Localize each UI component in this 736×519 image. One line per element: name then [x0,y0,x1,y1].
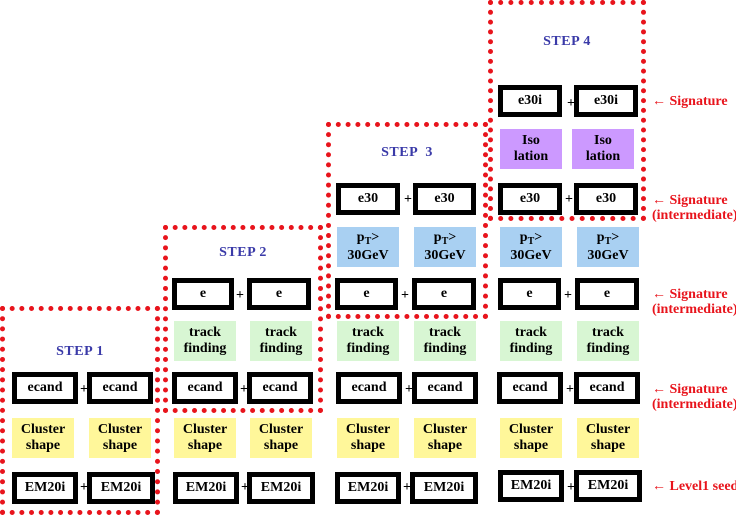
seed-box: EM20i [410,472,478,504]
ecand-box: ecand [574,372,640,404]
track-finding-box: track finding [174,321,236,361]
cluster-shape-box: Cluster shape [577,418,639,458]
electron-box: e [412,278,476,310]
cluster-shape-box: Cluster shape [12,418,74,458]
level1-seed-label: ← Level1 seed [652,479,736,494]
seed-box: EM20i [247,472,315,504]
plus-sign: + [567,96,575,111]
plus-sign: + [565,192,573,207]
cluster-shape-box: Cluster shape [89,418,151,458]
cluster-shape-box: Cluster shape [250,418,312,458]
ecand-box: ecand [172,372,238,404]
plus-sign: + [80,480,88,495]
left-arrow-icon: ← [652,193,666,208]
step2-title: STEP 2 [219,245,267,260]
ecand-box: ecand [412,372,478,404]
isolation-box: Iso lation [572,129,634,169]
e30i-box: e30i [574,85,638,117]
track-finding-box: track finding [337,321,399,361]
plus-sign: + [240,382,248,397]
left-arrow-icon: ← [652,382,666,397]
cluster-shape-box: Cluster shape [337,418,399,458]
step1-frame [0,306,160,515]
plus-sign: + [241,480,249,495]
e30-box: e30 [336,183,400,215]
signature-intermediate-label: ← Signature (intermediate) [652,382,736,412]
seed-box: EM20i [335,472,401,504]
pt-cut-box: pT> 30GeV [337,227,399,267]
e30-box: e30 [574,183,638,215]
track-finding-box: track finding [250,321,312,361]
cluster-shape-box: Cluster shape [174,418,236,458]
ecand-box: ecand [336,372,402,404]
left-arrow-icon: ← [652,479,666,494]
electron-box: e [498,278,561,310]
step3-frame [326,122,488,319]
e30-box: e30 [498,183,562,215]
plus-sign: + [236,288,244,303]
electron-box: e [172,278,234,310]
pt-cut-box: pT> 30GeV [577,227,639,267]
track-finding-box: track finding [500,321,562,361]
left-arrow-icon: ← [652,287,666,302]
electron-box: e [575,278,639,310]
step4-title: STEP 4 [543,34,591,49]
seed-box: EM20i [173,472,239,504]
step4-frame [488,0,646,221]
track-finding-box: track finding [414,321,476,361]
seed-box: EM20i [498,470,564,502]
seed-box: EM20i [87,472,155,504]
ecand-box: ecand [12,372,78,404]
ecand-box: ecand [497,372,563,404]
ecand-box: ecand [247,372,313,404]
track-finding-box: track finding [577,321,639,361]
signature-intermediate-label: ← Signature (intermediate) [652,287,736,317]
signature-label: ← Signature [652,94,728,109]
e30-box: e30 [413,183,476,215]
electron-box: e [335,278,398,310]
plus-sign: + [401,288,409,303]
left-arrow-icon: ← [652,94,666,109]
cluster-shape-box: Cluster shape [500,418,562,458]
plus-sign: + [564,288,572,303]
plus-sign: + [567,480,575,495]
e30i-box: e30i [498,85,562,117]
ecand-box: ecand [87,372,153,404]
step1-title: STEP 1 [56,344,104,359]
signature-intermediate-label: ← Signature (intermediate) [652,193,736,223]
plus-sign: + [80,382,88,397]
electron-box: e [247,278,311,310]
pt-cut-box: pT> 30GeV [414,227,476,267]
step3-title: STEP 3 [381,145,433,160]
step2-frame [163,225,323,413]
plus-sign: + [405,382,413,397]
cluster-shape-box: Cluster shape [414,418,476,458]
pt-cut-box: pT> 30GeV [500,227,562,267]
isolation-box: Iso lation [500,129,562,169]
plus-sign: + [566,382,574,397]
seed-box: EM20i [12,472,78,504]
plus-sign: + [403,480,411,495]
seed-box: EM20i [574,470,642,502]
plus-sign: + [404,192,412,207]
